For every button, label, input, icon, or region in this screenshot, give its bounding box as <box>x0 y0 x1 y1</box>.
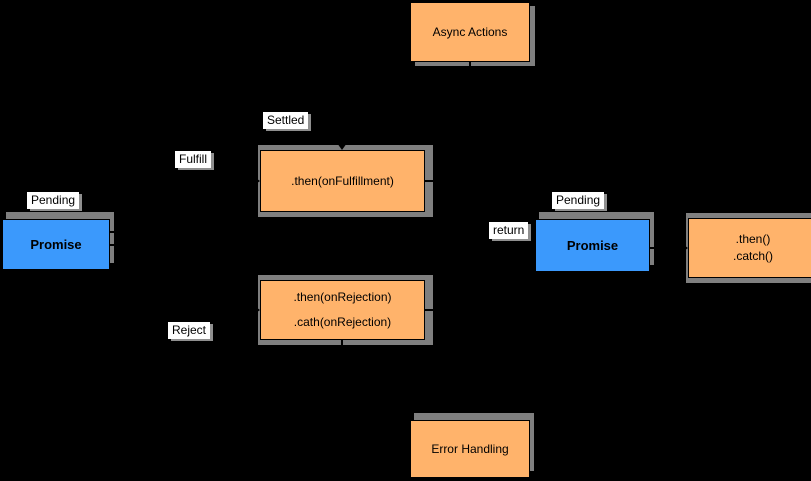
node-promise-left-label: Promise <box>30 237 82 252</box>
node-then-onrejection-line1: .then(onRejection) <box>293 290 392 304</box>
node-promise-right: Promise <box>535 219 650 272</box>
label-pending-right: Pending <box>552 192 605 209</box>
arrowhead-icon <box>528 235 535 245</box>
node-then-catch: .then() .catch() <box>688 218 811 278</box>
node-error-handling: Error Handling <box>410 420 530 478</box>
label-return: return <box>489 222 529 239</box>
arrowhead-icon <box>528 248 535 258</box>
arrowhead-icon <box>403 27 410 37</box>
edge-return-from-rejection <box>425 248 535 311</box>
node-async-actions-label: Async Actions <box>432 24 508 39</box>
edge-fulfill <box>110 176 260 246</box>
node-then-onrejection: .then(onRejection) .cath(onRejection) <box>260 280 425 340</box>
edge-reject <box>110 244 260 315</box>
node-then-onfulfillment-label: .then(onFulfillment) <box>291 173 394 188</box>
label-settled: Settled <box>263 112 309 129</box>
node-then-catch-line2: .catch() <box>732 249 773 263</box>
arrowhead-icon <box>337 143 347 150</box>
edge-promise-right-to-then-catch <box>650 243 688 253</box>
node-then-onrejection-line2: .cath(onRejection) <box>293 315 392 329</box>
label-fulfill: Fulfill <box>175 151 212 168</box>
node-promise-left: Promise <box>2 219 110 270</box>
arrowhead-icon <box>681 243 688 253</box>
edge-rejection-to-error-handling <box>341 340 410 454</box>
node-promise-right-label: Promise <box>566 238 619 253</box>
node-async-actions: Async Actions <box>410 2 530 62</box>
arrowhead-icon <box>253 305 260 315</box>
label-pending-left: Pending <box>27 192 80 209</box>
node-then-catch-line1: .then() <box>735 232 771 246</box>
arrowhead-icon <box>253 176 260 186</box>
edge-async-actions-to-then-onfulfillment <box>337 62 471 150</box>
node-error-handling-label: Error Handling <box>431 441 509 456</box>
label-reject: Reject <box>168 322 211 339</box>
arrowhead-icon <box>403 444 410 454</box>
node-then-onfulfillment: .then(onFulfillment) <box>260 150 425 212</box>
